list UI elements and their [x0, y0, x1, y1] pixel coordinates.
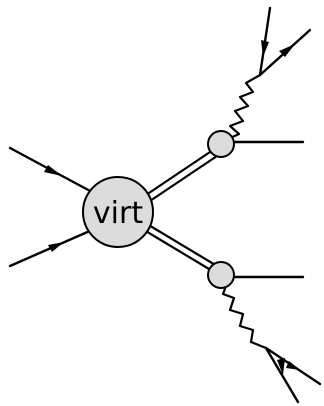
vertex-blob-lower	[207, 261, 235, 289]
central-blob-label: virt	[93, 196, 143, 231]
central-blob	[82, 176, 154, 248]
photon-line-lower	[221, 279, 268, 350]
double-line-upper	[141, 148, 219, 205]
upper-fermion-arrow-a	[261, 40, 269, 57]
photon-line-upper	[226, 73, 262, 141]
incoming-arrow-lower	[48, 242, 64, 252]
lower-fermion-arrow-b	[277, 358, 285, 375]
vertex-blob-upper	[207, 130, 235, 158]
incoming-arrow-upper	[44, 165, 62, 176]
lower-fermion-arrow-a	[286, 361, 300, 370]
lower-fermion-line-b	[264, 346, 300, 404]
upper-fermion-arrow-b	[279, 44, 295, 57]
double-line-lower	[142, 222, 219, 274]
